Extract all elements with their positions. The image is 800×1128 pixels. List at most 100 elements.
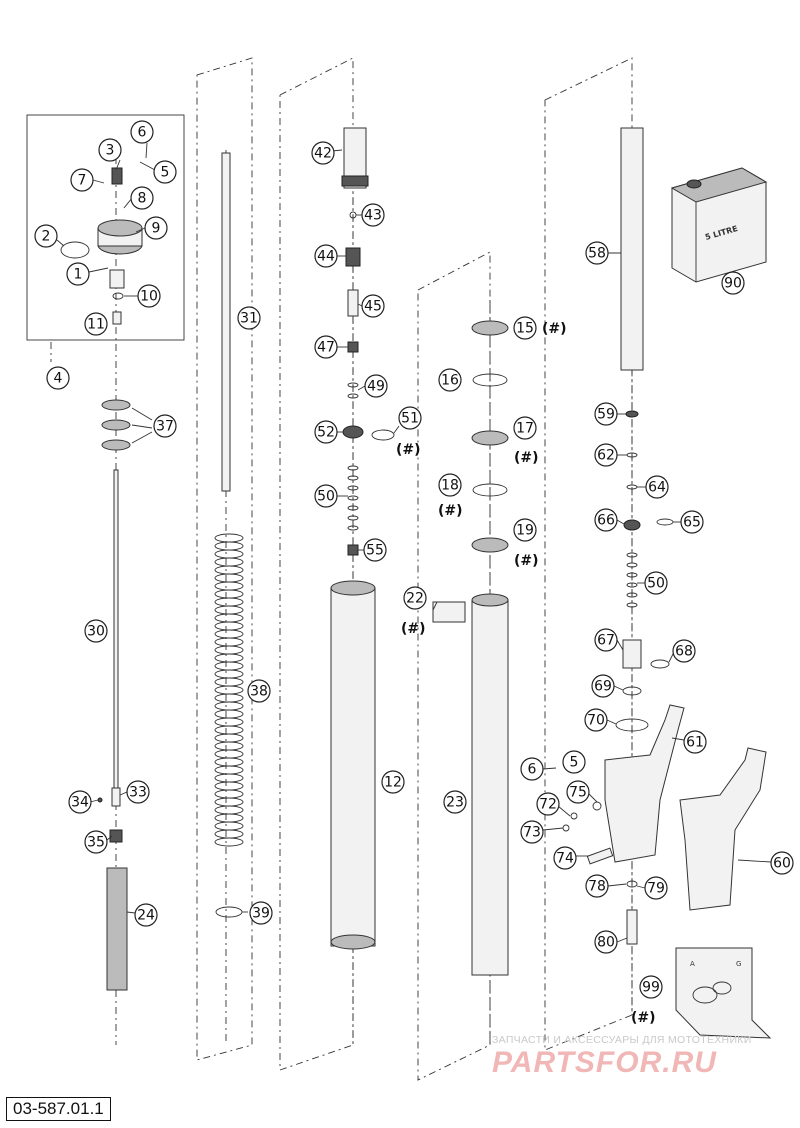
callout-3: 3 [98, 138, 122, 162]
spring-coil [214, 709, 244, 719]
callout-68: 68 [672, 639, 696, 663]
part-axle-clamp-60 [679, 747, 767, 911]
callout-33: 33 [126, 780, 150, 804]
callout-number: 66 [597, 513, 615, 529]
part-bushing-22 [432, 601, 466, 623]
spring-coil [214, 573, 244, 583]
callout-50: 50 [644, 571, 668, 595]
leader-line [671, 737, 685, 741]
callout-number: 10 [140, 289, 158, 305]
callout-62: 62 [594, 443, 618, 467]
spring-coil [214, 597, 244, 607]
callout-number: 34 [71, 795, 89, 811]
spring-coil [214, 749, 244, 759]
callout-number: 67 [597, 633, 615, 649]
callout-4: 4 [46, 366, 70, 390]
panel-axle [544, 57, 633, 1051]
callout-number: 17 [516, 421, 534, 437]
callout-30: 30 [84, 619, 108, 643]
part-nut-47 [347, 341, 359, 353]
leader-line [606, 719, 617, 725]
callout-73: 73 [520, 820, 544, 844]
callout-16: 16 [438, 368, 462, 392]
shim-50 [347, 505, 359, 511]
watermark-logo: PARTSFOR.RU [492, 1046, 717, 1079]
spring-coil [214, 549, 244, 559]
part-73 [562, 824, 570, 832]
callout-number: 8 [138, 191, 147, 207]
callout-number: 19 [516, 523, 534, 539]
part-seal-19 [471, 537, 509, 553]
callout-number: 61 [686, 735, 704, 751]
spring-panel-parts [214, 152, 244, 918]
callout-number: 4 [54, 371, 63, 387]
leader-line [139, 161, 156, 171]
spring-coil [214, 669, 244, 679]
callout-number: 43 [364, 208, 382, 224]
part-ring-65 [656, 518, 674, 526]
callout-number: 68 [675, 644, 693, 660]
inner-panel-parts [330, 127, 395, 950]
callout-67: 67 [594, 628, 618, 652]
callout-number: 1 [74, 267, 83, 283]
shim-50 [347, 515, 359, 521]
callout-number: 38 [250, 684, 268, 700]
shim-50 [626, 552, 638, 558]
leader-line [616, 519, 625, 525]
callout-37: 37 [153, 414, 177, 438]
callout-72: 72 [536, 792, 560, 816]
spring-coil [214, 821, 244, 831]
leader-line [126, 911, 136, 914]
panel-inner [279, 57, 354, 1071]
callout-11: 11 [84, 312, 108, 336]
spring-coil [214, 797, 244, 807]
leader-line [557, 805, 571, 817]
spring-coil [214, 565, 244, 575]
part-cylinder-42 [343, 127, 367, 189]
callout-number: 50 [647, 576, 665, 592]
callout-22: 22 [403, 586, 427, 610]
spring-coil [214, 645, 244, 655]
callout-8: 8 [130, 186, 154, 210]
callout-2: 2 [34, 224, 58, 248]
callout-number: 69 [594, 679, 612, 695]
outer-panel-parts [432, 320, 509, 976]
hash-markers: (#)(#)(#)(#)(#)(#)(#) [396, 321, 656, 1026]
leader-line [616, 639, 624, 651]
spring-coil [214, 629, 244, 639]
leader-line [106, 835, 113, 841]
part-washer-39 [215, 906, 243, 918]
leader-line [737, 859, 772, 863]
part-seal-15 [471, 320, 509, 336]
part-piston-52 [342, 425, 364, 439]
watermark-tagline: ЗАПЧАСТИ И АКСЕССУАРЫ ДЛЯ МОТОТЕХНИКИ [492, 1034, 752, 1046]
callout-number: 58 [588, 246, 606, 262]
part-spring-44 [345, 247, 361, 267]
leader-line [115, 159, 121, 171]
callout-number: 2 [42, 229, 51, 245]
callout-number: 73 [523, 825, 541, 841]
part-axle-clamp-61 [604, 704, 685, 863]
cap-assembly-parts [60, 167, 143, 325]
callout-10: 10 [137, 284, 161, 308]
callout-49: 49 [364, 374, 388, 398]
callout-number: 5 [161, 165, 170, 181]
callout-43: 43 [361, 203, 385, 227]
part-59 [625, 410, 639, 418]
hash-marker: (#) [631, 1010, 656, 1026]
part-rod-end-11 [112, 311, 122, 325]
callout-number: 78 [588, 879, 606, 895]
hash-marker: (#) [514, 450, 539, 466]
callout-number: 99 [642, 980, 660, 996]
hash-marker: (#) [514, 553, 539, 569]
callout-74: 74 [553, 846, 577, 870]
part-spring-35 [109, 829, 123, 843]
leader-line [542, 767, 557, 770]
callout-70: 70 [584, 708, 608, 732]
panel-outlines [26, 57, 633, 1081]
callout-51: 51 [398, 406, 422, 430]
part-bolt-80 [626, 909, 638, 945]
part-oring-2 [60, 241, 90, 259]
leader-line [542, 827, 564, 831]
leader-line [613, 685, 624, 691]
